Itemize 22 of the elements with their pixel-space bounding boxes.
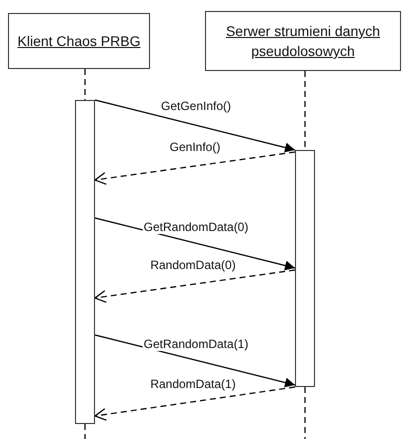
participant-box: [8, 13, 150, 69]
return-message-arrow: [94, 151, 296, 186]
participant-name: Serwer strumieni danych pseudolosowych: [224, 22, 382, 61]
edge-label: GetGenInfo(): [160, 99, 232, 113]
activation-bar: [75, 100, 95, 424]
return-message-arrow: [94, 386, 296, 421]
lifeline: [304, 387, 306, 439]
edge-label: RandomData(1): [149, 377, 237, 391]
participant-box: [205, 11, 401, 71]
lifeline: [84, 424, 86, 439]
lifeline: [84, 69, 86, 100]
edge-label: GetRandomData(1): [142, 337, 250, 351]
activation-bar: [295, 150, 315, 387]
edge-label: GenInfo(): [168, 140, 222, 154]
lifeline: [304, 71, 306, 150]
participant-name: Klient Chaos PRBG: [18, 32, 140, 51]
message-arrow: [94, 217, 296, 270]
message-arrow: [94, 99, 296, 152]
edge-label: RandomData(0): [149, 258, 237, 272]
message-arrow: [94, 334, 296, 388]
edge-label: GetRandomData(0): [142, 220, 250, 234]
return-message-arrow: [94, 269, 296, 304]
